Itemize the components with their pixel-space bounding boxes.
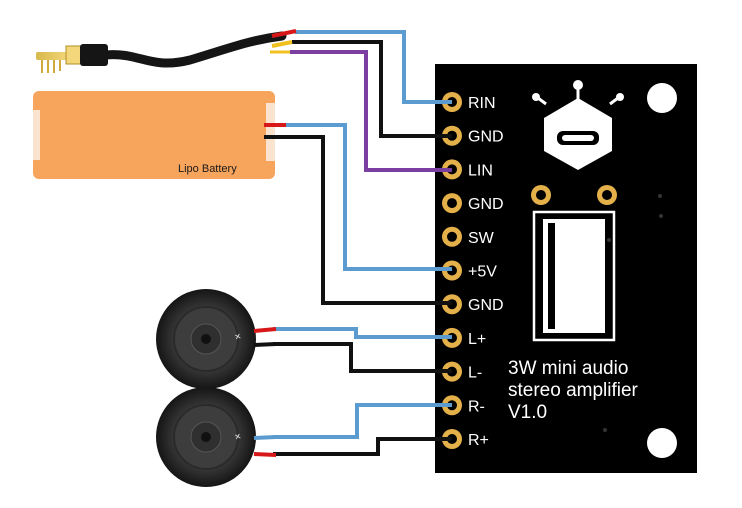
wire-speaker2-positive bbox=[273, 437, 452, 456]
pin-hole bbox=[447, 231, 457, 242]
board-title-line-2: stereo amplifier bbox=[508, 380, 639, 401]
lipo-battery: Lipo Battery bbox=[33, 91, 286, 179]
wire-battery-ground bbox=[282, 135, 452, 305]
speaker-icon: + bbox=[156, 387, 277, 487]
board-title-line-1: 3W mini audio bbox=[508, 358, 628, 379]
wire-speaker2-negative bbox=[273, 403, 452, 439]
pin-label: GND bbox=[468, 129, 504, 146]
wire-speaker1-negative bbox=[273, 342, 452, 373]
pin-label: GND bbox=[468, 196, 504, 213]
pin-label: R+ bbox=[468, 432, 489, 449]
board-version: V1.0 bbox=[508, 402, 547, 423]
wire-audio-right bbox=[295, 30, 452, 104]
pin-label: L- bbox=[468, 365, 482, 382]
pin-label: RIN bbox=[468, 95, 496, 112]
wires bbox=[273, 30, 452, 456]
speaker-icon: + bbox=[156, 289, 277, 389]
capacitor-outline bbox=[532, 210, 616, 342]
wire-battery-positive bbox=[282, 123, 452, 271]
wire-audio-ground bbox=[292, 40, 452, 138]
pin-label: R- bbox=[468, 398, 485, 415]
mounting-hole-top bbox=[647, 83, 677, 113]
robot-logo-icon bbox=[532, 80, 624, 170]
pin-hole bbox=[447, 198, 457, 209]
pin-label: SW bbox=[468, 230, 495, 247]
pin-label: LIN bbox=[468, 162, 493, 179]
amplifier-board: RIN GND LIN GND SW +5V GND L+ L- R- R+ 3W mini aud… bbox=[435, 64, 697, 473]
pin-label: L+ bbox=[468, 331, 486, 348]
battery-label: Lipo Battery bbox=[178, 163, 237, 175]
pin-label: GND bbox=[468, 297, 504, 314]
pin-label: +5V bbox=[468, 264, 497, 281]
audio-jack-icon bbox=[36, 29, 297, 73]
wire-audio-left bbox=[290, 50, 452, 172]
mounting-hole-bottom bbox=[647, 428, 677, 458]
wire-speaker1-positive bbox=[273, 327, 452, 339]
